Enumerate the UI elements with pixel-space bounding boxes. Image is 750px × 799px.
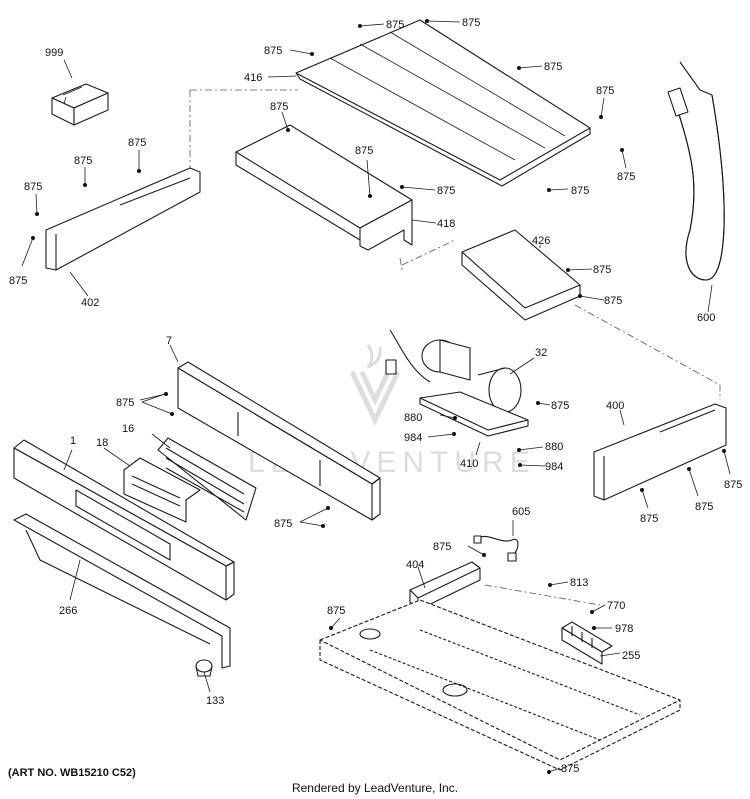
part-416-top-panel: [295, 19, 591, 187]
art-number: (ART NO. WB15210 C52): [8, 767, 136, 779]
callout-875: 875: [596, 85, 614, 97]
callout-leader-lines: [21, 20, 731, 773]
part-255-terminal-block: [561, 621, 613, 665]
part-133-knob: [195, 659, 213, 677]
part-400-side-panel: [593, 403, 727, 501]
callout-875: 875: [462, 17, 480, 29]
callout-875: 875: [640, 513, 658, 525]
part-7-trim-bracket: [177, 361, 381, 521]
callout-875: 875: [9, 275, 27, 287]
callout-984: 984: [545, 461, 563, 473]
part-410-plate: [419, 391, 529, 437]
callout-875: 875: [327, 605, 345, 617]
callout-875: 875: [264, 45, 282, 57]
callout-labels: 999 875 875 875 875 416 875 875 875 875 …: [9, 17, 742, 775]
callout-875: 875: [551, 400, 569, 412]
callout-133: 133: [206, 695, 224, 707]
callout-875: 875: [561, 763, 579, 775]
callout-978: 978: [615, 623, 633, 635]
callout-813: 813: [570, 577, 588, 589]
screw-markers: [31, 19, 726, 774]
callout-875: 875: [24, 181, 42, 193]
part-402-side-bracket: [45, 167, 201, 271]
callout-984: 984: [404, 432, 422, 444]
part-266-trim: [13, 513, 231, 669]
part-600-hose: [667, 61, 725, 281]
callout-875: 875: [386, 19, 404, 31]
part-18-touch-panel: [123, 457, 201, 523]
part-418-shield: [235, 124, 413, 251]
callout-875: 875: [724, 479, 742, 491]
callout-402: 402: [81, 297, 99, 309]
callout-880: 880: [545, 441, 563, 453]
callout-880: 880: [404, 412, 422, 424]
callout-600: 600: [697, 312, 715, 324]
callout-875: 875: [433, 541, 451, 553]
callout-426: 426: [532, 235, 550, 247]
base-plate: [319, 599, 681, 771]
callout-875: 875: [544, 61, 562, 73]
callout-875: 875: [604, 295, 622, 307]
callout-266: 266: [59, 605, 77, 617]
callout-875: 875: [355, 145, 373, 157]
callout-18: 18: [96, 437, 108, 449]
callout-875: 875: [437, 185, 455, 197]
callout-875: 875: [128, 137, 146, 149]
part-32-blower: [385, 329, 522, 413]
callout-770: 770: [607, 600, 625, 612]
part-16-control-board: [157, 437, 257, 521]
callout-875: 875: [593, 264, 611, 276]
callout-410: 410: [460, 458, 478, 470]
callout-875: 875: [617, 171, 635, 183]
callout-255: 255: [622, 650, 640, 662]
callout-400: 400: [606, 400, 624, 412]
callout-875: 875: [695, 501, 713, 513]
callout-404: 404: [406, 559, 424, 571]
callout-875: 875: [74, 155, 92, 167]
callout-7: 7: [166, 335, 172, 347]
callout-875: 875: [571, 185, 589, 197]
callout-416: 416: [244, 72, 262, 84]
callout-16: 16: [122, 423, 134, 435]
callout-1: 1: [70, 435, 76, 447]
part-999-box: [51, 83, 109, 126]
callout-605: 605: [512, 506, 530, 518]
callout-875: 875: [270, 101, 288, 113]
callout-999: 999: [45, 47, 63, 59]
rendered-by-credit: Rendered by LeadVenture, Inc.: [291, 781, 459, 795]
callout-32: 32: [535, 347, 547, 359]
part-605-harness: [473, 535, 519, 562]
callout-875: 875: [274, 518, 292, 530]
part-1-control-panel: [13, 439, 235, 601]
callout-875: 875: [116, 397, 134, 409]
part-404-channel: [409, 561, 481, 611]
callout-418: 418: [437, 218, 455, 230]
part-426-bracket: [461, 229, 581, 321]
